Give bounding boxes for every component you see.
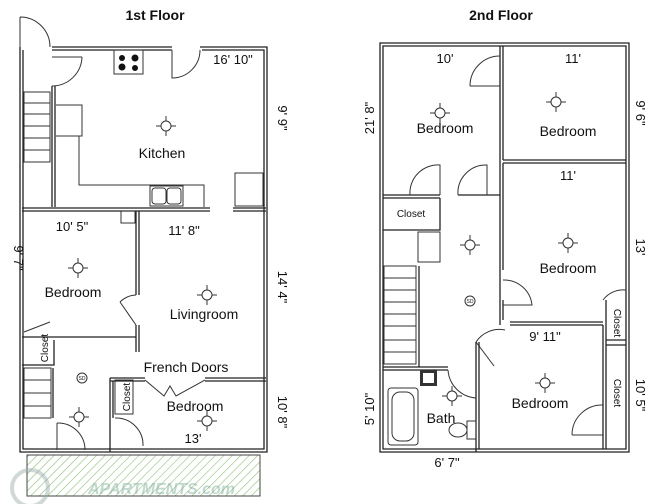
- closet-se: Closet: [611, 379, 622, 408]
- stove-icon: [113, 49, 144, 75]
- dim-bath-depth: 5' 10": [362, 392, 377, 425]
- room-bedroom-front: Bedroom: [167, 398, 224, 414]
- dim-bedroom-width: 10' 5": [56, 219, 89, 234]
- room-bedroom-left: Bedroom: [45, 284, 102, 300]
- dim-ne-width: 11': [565, 51, 581, 66]
- dim-e-width: 11': [560, 168, 576, 183]
- dim-living-depth: 14' 4": [275, 271, 290, 304]
- dim-kitchen-depth: 9' 9": [275, 105, 290, 131]
- floor1-walls: [19, 16, 268, 453]
- closet-front: Closet: [122, 383, 133, 412]
- room-kitchen: Kitchen: [139, 145, 186, 161]
- smoke-detector-1: SD: [79, 376, 86, 382]
- floor2-title: 2nd Floor: [469, 7, 533, 23]
- room-bedroom-e: Bedroom: [540, 260, 597, 276]
- dim-bath-width: 6' 7": [434, 455, 460, 470]
- dim-front-bedroom-width: 13': [185, 431, 202, 446]
- watermark-text: APARTMENTS.com: [87, 481, 235, 498]
- fridge-icon: [234, 172, 264, 207]
- closet-e: Closet: [611, 309, 622, 338]
- dim-nw-width: 10': [437, 51, 454, 66]
- dim-living-width: 11' 8": [168, 223, 200, 238]
- dim-left-height: 21' 8": [362, 101, 377, 134]
- dim-left-height: 9' 7": [11, 245, 26, 271]
- closet-left: Closet: [40, 334, 51, 363]
- sink-icon: [149, 185, 184, 207]
- dim-se-width: 9' 11": [529, 329, 561, 344]
- dim-se-depth: 10' 5": [633, 379, 648, 412]
- porch: [26, 454, 261, 497]
- watermark-logo: APARTMENTS.com: [10, 468, 235, 504]
- label-french-doors: French Doors: [144, 359, 229, 375]
- room-bedroom-se: Bedroom: [512, 395, 569, 411]
- room-bedroom-ne: Bedroom: [540, 123, 597, 139]
- dim-front-bedroom-depth: 10' 8": [275, 396, 290, 429]
- smoke-detector-2: SD: [467, 299, 474, 305]
- room-bedroom-nw: Bedroom: [417, 120, 474, 136]
- dim-e-depth: 13': [633, 239, 648, 256]
- room-livingroom: Livingroom: [170, 306, 238, 322]
- room-bath: Bath: [427, 410, 456, 426]
- closet-nw: Closet: [397, 209, 426, 220]
- dim-kitchen-width: 16' 10": [213, 52, 253, 67]
- dim-ne-depth: 9' 6": [633, 100, 648, 126]
- bathtub-icon: [387, 387, 419, 446]
- floor2-walls: [379, 42, 630, 453]
- floor1-title: 1st Floor: [125, 7, 185, 23]
